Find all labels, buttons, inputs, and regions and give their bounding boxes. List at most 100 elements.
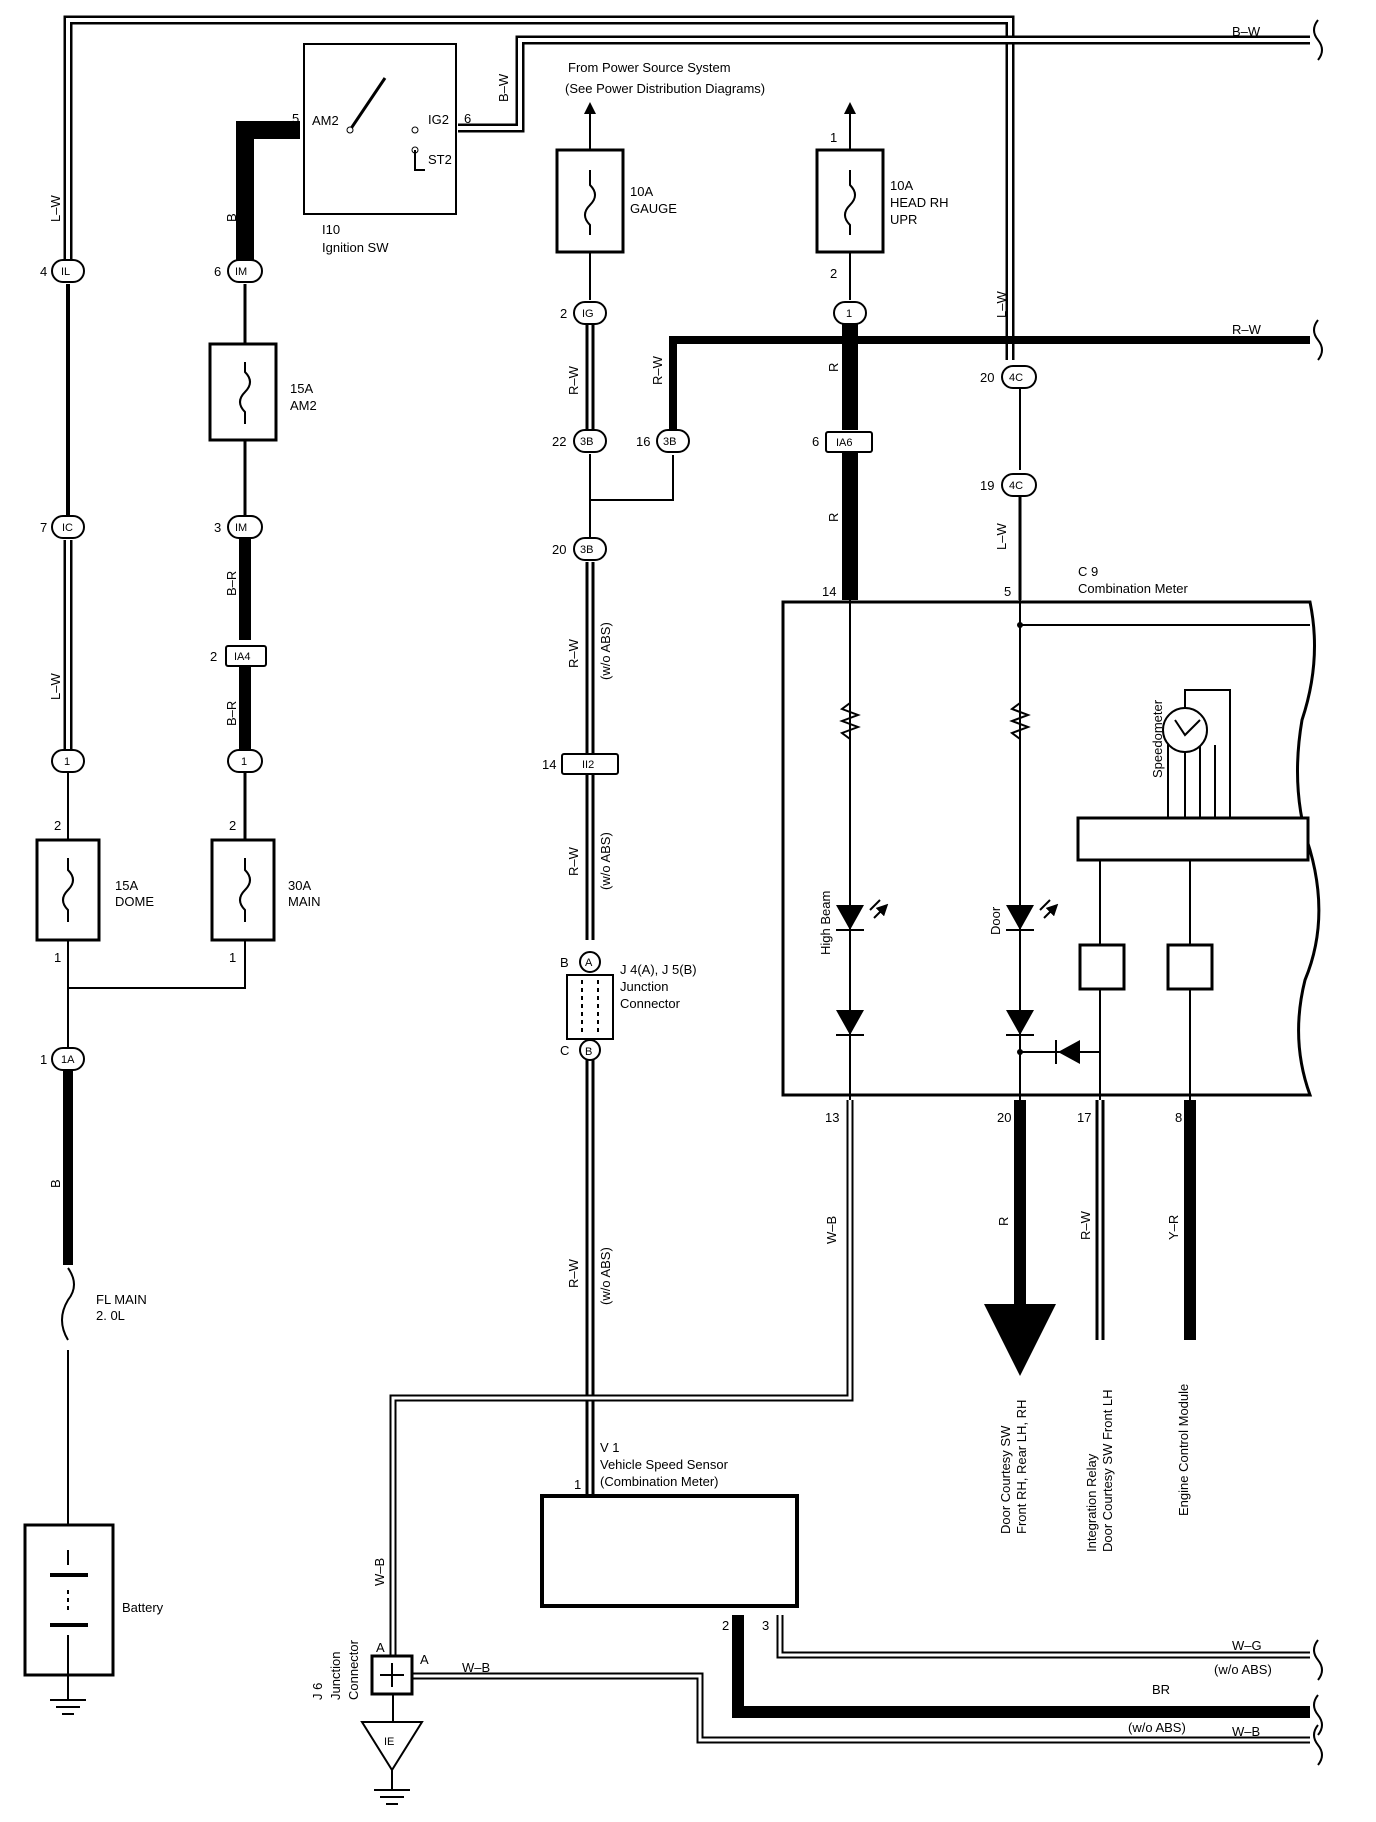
conn-c1-mid-code: 1 (241, 756, 247, 768)
label-b-am2: B (224, 213, 239, 222)
label-wo-abs-2: (w/o ABS) (598, 832, 613, 890)
power-source-line2: (See Power Distribution Diagrams) (565, 81, 765, 96)
vss-pin-2: 2 (722, 1618, 729, 1633)
label-r-w-4: R–W (566, 846, 581, 876)
meter-pin-14: 14 (822, 584, 836, 599)
label-r-w-5: R–W (566, 1258, 581, 1288)
label-b-w-top: B–W (1232, 24, 1261, 39)
vss-sub: (Combination Meter) (600, 1474, 719, 1489)
j6-line3: Connector (346, 1639, 361, 1700)
meter-pin-20: 20 (997, 1110, 1011, 1125)
conn-1a-code: 1A (61, 1054, 75, 1066)
conn-3b-16-code: 3B (663, 436, 676, 448)
vss-name: Vehicle Speed Sensor (600, 1457, 729, 1472)
ign-name: Ignition SW (322, 240, 389, 255)
fuse-gauge-rating: 10A (630, 184, 653, 199)
label-l-w-left-2: L–W (48, 673, 63, 700)
fuse-dome-name: DOME (115, 894, 154, 909)
wire-r-w-right (669, 336, 1310, 430)
label-b-r-1: B–R (224, 571, 239, 596)
conn-il-code: IL (61, 266, 70, 278)
label-r-out: R (996, 1217, 1011, 1226)
conn-ig-pin: 2 (560, 306, 567, 321)
ground-ie-code: IE (384, 1736, 394, 1748)
label-w-g-note: (w/o ABS) (1214, 1662, 1272, 1677)
fuse-am2-name: AM2 (290, 398, 317, 413)
conn-3b-20-code: 3B (580, 544, 593, 556)
fuse-head-pin-bottom: 2 (830, 266, 837, 281)
conn-ia4-pin: 2 (210, 649, 217, 664)
label-r-w-right: R–W (1232, 322, 1262, 337)
label-w-b-out: W–B (1232, 1724, 1260, 1739)
fuse-dome-pin-top: 2 (54, 818, 61, 833)
fuse-head-name1: HEAD RH (890, 195, 949, 210)
fuse-main-name: MAIN (288, 894, 321, 909)
meter-name: Combination Meter (1078, 581, 1188, 596)
wire-w-g-out (776, 1615, 1310, 1659)
ign-code: I10 (322, 222, 340, 237)
junction-j4-j5 (566, 951, 614, 1061)
conn-c1-left-code: 1 (64, 756, 70, 768)
fuse-am2-rating: 15A (290, 381, 313, 396)
j6-line2: Junction (328, 1652, 343, 1700)
ignition-switch: AM2 IG2 ST2 5 6 I10 Ignition SW (292, 43, 471, 255)
conn-3b-22-code: 3B (580, 436, 593, 448)
wire-b-am2 (236, 121, 300, 260)
label-br-out: BR (1152, 1682, 1170, 1697)
ground-ie (360, 1721, 424, 1805)
conn-4c-bot-code: 4C (1009, 480, 1023, 492)
label-r-2: R (826, 513, 841, 522)
dest-ecm: Engine Control Module (1176, 1384, 1191, 1516)
label-b-w-ign: B–W (496, 73, 511, 102)
conn-ia6-code: IA6 (836, 437, 853, 449)
fuse-main-pin-bottom: 1 (229, 950, 236, 965)
vss-pin-1: 1 (574, 1477, 581, 1492)
conn-ia4-code: IA4 (234, 651, 251, 663)
label-br-note: (w/o ABS) (1128, 1720, 1186, 1735)
conn-4c-top-code: 4C (1009, 372, 1023, 384)
conn-il-pin: 4 (40, 264, 47, 279)
battery-label: Battery (122, 1600, 164, 1615)
junction-j6 (370, 1654, 414, 1696)
meter-code: C 9 (1078, 564, 1098, 579)
fuse-head-rating: 10A (890, 178, 913, 193)
j4-top-a: A (585, 957, 593, 969)
label-r-w-2: R–W (650, 355, 665, 385)
j6-pin-right: A (420, 1652, 429, 1667)
conn-im-top-code: IM (235, 266, 247, 278)
conn-ic-pin: 7 (40, 520, 47, 535)
ign-pinnum-ig2: 6 (464, 111, 471, 126)
fuse-dome-rating: 15A (115, 878, 138, 893)
conn-1a-pin: 1 (40, 1052, 47, 1067)
label-l-w-right-2: L–W (994, 523, 1009, 550)
label-r-1: R (826, 363, 841, 372)
conn-ii2-code: II2 (582, 759, 594, 771)
conn-ic-code: IC (62, 522, 73, 534)
meter-pin-17: 17 (1077, 1110, 1091, 1125)
j4-top-b: B (560, 955, 569, 970)
conn-im-bot-pin: 3 (214, 520, 221, 535)
label-wo-abs-1: (w/o ABS) (598, 622, 613, 680)
j4-bot-b: B (585, 1046, 592, 1058)
conn-ia6-pin: 6 (812, 434, 819, 449)
combination-meter (781, 600, 1321, 1100)
label-r-w-out: R–W (1078, 1210, 1093, 1240)
fuse-fl-main-size: 2. 0L (96, 1308, 125, 1323)
dest-door-courtesy-1: Door Courtesy SW (998, 1425, 1013, 1534)
conn-4c-top-pin: 20 (980, 370, 994, 385)
conn-ig-code: IG (582, 308, 594, 320)
label-b-batt: B (48, 1179, 63, 1188)
conn-3b-16-pin: 16 (636, 434, 650, 449)
connectors (51, 259, 1037, 1071)
label-l-w-right-1: L–W (994, 291, 1009, 318)
meter-door: Door (988, 906, 1003, 935)
meter-pin-8: 8 (1175, 1110, 1182, 1125)
conn-im-top-pin: 6 (214, 264, 221, 279)
label-y-r-out: Y–R (1166, 1215, 1181, 1240)
label-w-b-j6: W–B (372, 1558, 387, 1586)
ign-pin-am2: AM2 (312, 113, 339, 128)
battery (23, 1523, 115, 1715)
vss-code: V 1 (600, 1440, 620, 1455)
conn-im-bot-code: IM (235, 522, 247, 534)
